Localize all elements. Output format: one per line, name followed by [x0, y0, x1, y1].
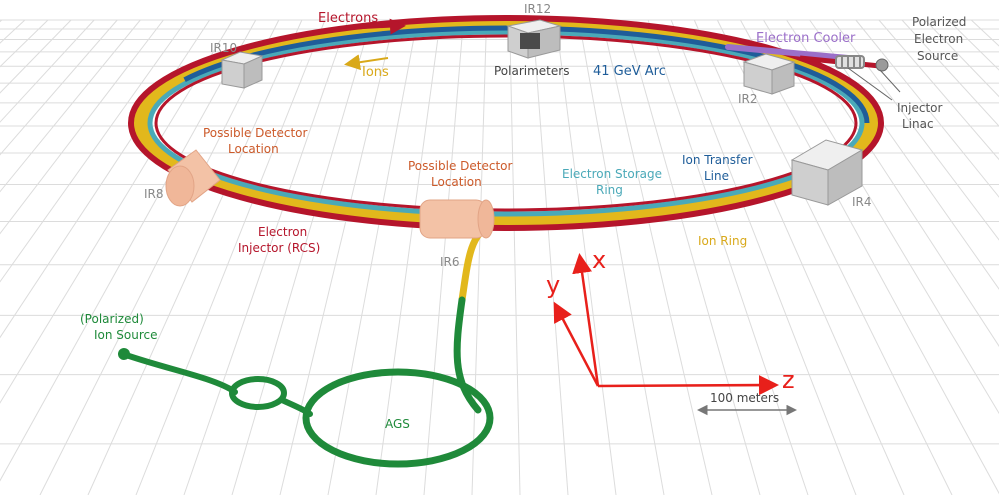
leader-lines	[847, 67, 901, 101]
label-41gev-arc: 41 GeV Arc	[593, 64, 666, 79]
y-axis-arrow	[553, 301, 600, 387]
ion-source-line	[123, 352, 313, 417]
inner-electron-ring	[154, 34, 858, 212]
label-axis-x: x	[592, 246, 606, 274]
ir4-box	[790, 139, 864, 206]
ion-source-dot	[118, 348, 130, 360]
label-injector-linac-1: Injector	[897, 101, 943, 115]
ags-complex	[118, 221, 494, 468]
ion-transfer-line	[142, 25, 870, 221]
label-electron-injector-2: Injector (RCS)	[238, 241, 320, 255]
label-polarized-electron-source-2: Electron	[914, 32, 963, 46]
label-axis-z: z	[782, 366, 795, 394]
label-ion-transfer-line-2: Line	[704, 169, 729, 183]
booster-ring	[229, 376, 287, 410]
label-possible-detector-left-2: Location	[228, 142, 279, 156]
label-ion-ring: Ion Ring	[698, 234, 747, 248]
detector-ir6	[419, 199, 495, 239]
electron-cooler	[725, 44, 851, 61]
label-ir10: IR10	[210, 41, 237, 55]
label-axis-y: y	[546, 271, 560, 299]
ir12-box	[506, 19, 562, 59]
label-polarized-electron-source-1: Polarized	[912, 15, 966, 29]
x-axis-arrow	[572, 253, 600, 387]
electrons-direction-arrow	[344, 18, 406, 35]
label-ion-transfer-line-1: Ion Transfer	[682, 153, 753, 167]
electron-storage-ring	[147, 29, 865, 217]
label-ir2: IR2	[738, 92, 758, 106]
electron-cooler-assembly	[725, 44, 889, 72]
z-axis-arrow	[597, 375, 779, 396]
label-scale: 100 meters	[710, 391, 779, 405]
label-possible-detector-mid-2: Location	[431, 175, 482, 189]
ir10-box	[220, 51, 264, 89]
label-polarized-electron-source-3: Source	[917, 49, 958, 63]
label-ags: AGS	[385, 417, 410, 431]
ags-ring	[302, 368, 494, 468]
label-electron-storage-ring-1: Electron Storage	[562, 167, 662, 181]
label-ir8: IR8	[144, 187, 164, 201]
label-injector-linac-2: Linac	[902, 117, 934, 131]
label-possible-detector-left-1: Possible Detector	[203, 126, 307, 140]
label-electron-storage-ring-2: Ring	[596, 183, 623, 197]
label-polarimeters: Polarimeters	[494, 64, 569, 78]
label-polarized-ion-source-1: (Polarized)	[80, 312, 144, 326]
label-electron-cooler: Electron Cooler	[756, 31, 856, 46]
label-polarized-ion-source-2: Ion Source	[94, 328, 158, 342]
ions-direction-arrow	[344, 54, 389, 71]
label-electron-injector-1: Electron	[258, 225, 307, 239]
ags-injection-line	[453, 296, 482, 414]
polarized-electron-source-ball	[875, 58, 889, 72]
ir2-box	[742, 53, 796, 95]
label-ions: Ions	[362, 65, 389, 80]
label-ir4: IR4	[852, 195, 872, 209]
label-ir6: IR6	[440, 255, 460, 269]
ion-ring	[133, 17, 879, 229]
linac-coil	[835, 55, 865, 69]
detector-ir8	[165, 149, 221, 207]
label-possible-detector-mid-1: Possible Detector	[408, 159, 512, 173]
coordinate-axes	[553, 253, 779, 396]
electron-ring	[128, 15, 884, 231]
collider-rings	[128, 15, 884, 231]
label-ir12: IR12	[524, 2, 551, 16]
label-electrons: Electrons	[318, 11, 378, 26]
